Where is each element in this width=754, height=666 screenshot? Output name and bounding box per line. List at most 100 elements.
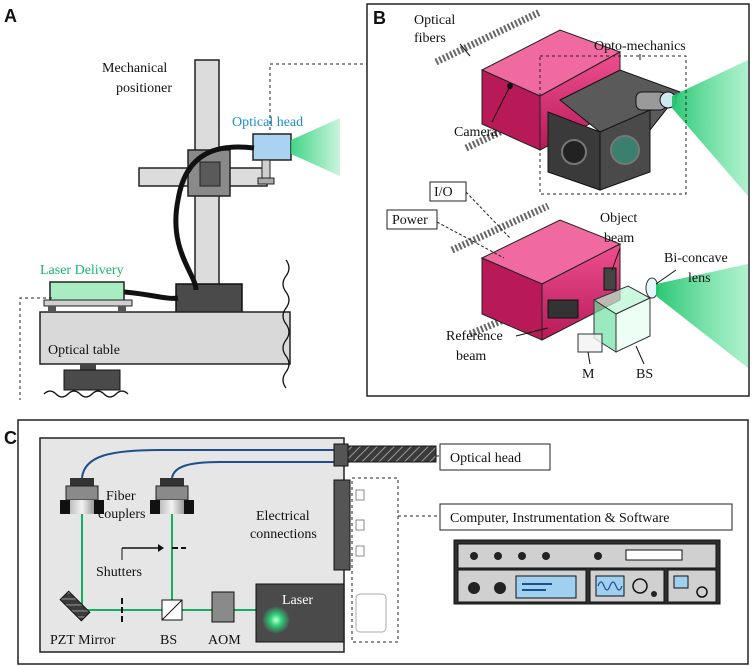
optical-head-label: Optical head: [232, 115, 303, 130]
connector-a-c: [19, 297, 52, 400]
bnc-port-4: [542, 552, 550, 560]
instrument-rack: [453, 539, 721, 605]
bs-label-c: BS: [160, 633, 177, 648]
panel-a: A Mechanical positioner Optical head Las…: [4, 6, 367, 400]
optical-head-mount-foot: [257, 177, 275, 185]
fiber-line-2: [171, 461, 334, 479]
optical-table: [39, 311, 291, 365]
reference-beam-label-line1: Reference: [446, 329, 503, 344]
optical-fibers-pointer: [459, 43, 471, 57]
panel-letter-a: A: [4, 6, 17, 26]
pzt-mirror-label: PZT Mirror: [50, 633, 116, 648]
coupler2-mount-center: [160, 500, 184, 514]
optical-fibers-label-line2: fibers: [414, 31, 446, 46]
fiber-bundle-out: [347, 445, 437, 463]
electrical-dashed-box: [351, 477, 399, 643]
positioner-clamp-inner: [199, 161, 221, 187]
object-beam-label-line2: beam: [604, 231, 634, 246]
coupler1-body: [65, 485, 99, 501]
bottom-object-beam: [656, 264, 748, 368]
m-pointer: [587, 351, 591, 365]
bnc-port-2: [494, 552, 502, 560]
fiber-cable-upper: [173, 144, 255, 291]
biconcave-pointer: [655, 269, 677, 285]
fiber-port: [333, 443, 349, 467]
laser-glow: [262, 606, 290, 634]
laser-delivery-label: Laser Delivery: [40, 263, 124, 278]
optomech-port: [561, 139, 587, 165]
panel-letter-b: B: [373, 8, 386, 28]
io-label: I/O: [434, 185, 453, 200]
knob-2: [494, 582, 506, 594]
object-beam-block: [603, 267, 617, 291]
connector-pin-2: [355, 519, 365, 531]
io-label-box: [429, 181, 467, 202]
coupler2-body: [155, 485, 189, 501]
shutters-label: Shutters: [96, 565, 142, 580]
electrical-connector-strip: [333, 479, 351, 571]
shutter-arrow-head: [158, 544, 164, 552]
biconcave-label-line1: Bi-concave: [664, 251, 728, 266]
panel-c: C Fiber couplers PZT Mirror Shutters: [4, 419, 749, 665]
fiber-line-1: [81, 449, 334, 479]
floor-wave: [43, 390, 129, 398]
aom-label: AOM: [208, 633, 241, 648]
bnc-port-1: [470, 552, 478, 560]
coupler1-mount-center: [70, 500, 94, 514]
optical-head-block: [252, 133, 292, 161]
computer-box-label: Computer, Instrumentation & Software: [450, 511, 670, 526]
small-display: [673, 575, 689, 589]
table-leg-top: [80, 364, 96, 372]
scope-dial: [632, 578, 648, 594]
io-pointer: [465, 191, 511, 239]
biconcave-label-line2: lens: [688, 271, 711, 286]
fiber-rail-top-1: [434, 8, 542, 66]
connector-pin-3: [355, 545, 365, 557]
table-break-line: [282, 259, 290, 389]
bs-cube-c-diagonal: [161, 599, 183, 621]
scope-wave: [597, 581, 623, 591]
electrical-connections-label-line2: connections: [250, 527, 317, 542]
ribbon-connector: [625, 549, 683, 561]
connector-a-b: [269, 63, 367, 130]
bs-pointer-b: [635, 345, 645, 365]
optical-fibers-label-line1: Optical: [414, 13, 455, 28]
table-leg: [63, 369, 121, 391]
camera-label: Camera: [454, 125, 498, 140]
laser-delivery-box: [49, 281, 125, 303]
fiber-couplers-label-line2: couplers: [98, 507, 145, 522]
knob-1: [468, 582, 480, 594]
opto-mechanics-label: Opto-mechanics: [594, 39, 686, 54]
optical-table-label: Optical table: [48, 343, 120, 358]
laser-delivery-tray: [43, 299, 133, 307]
connector-pin-1: [355, 489, 365, 501]
display-panel: [515, 575, 577, 599]
camera-pointer: [491, 85, 511, 123]
bs-label-b: BS: [636, 367, 653, 382]
fiber-rail-bottom-1: [450, 202, 550, 254]
coupler2-cap: [160, 478, 184, 486]
reference-beam-pointer: [515, 327, 549, 337]
mirror-m: [577, 333, 603, 353]
mechanical-positioner-label-line2: positioner: [116, 81, 172, 96]
laser-delivery-foot-left: [48, 306, 56, 311]
fiber-cable-lower: [123, 289, 179, 301]
bnc-port-3: [518, 552, 526, 560]
laser-label: Laser: [282, 593, 313, 608]
m-label: M: [582, 367, 595, 382]
optical-head-beam: [291, 118, 340, 176]
object-beam-label-line1: Object: [600, 211, 637, 226]
computer-box: [439, 503, 733, 531]
scope-button: [651, 591, 657, 597]
power-label: Power: [392, 213, 428, 228]
reference-beam-label-line2: beam: [456, 349, 486, 364]
mechanical-positioner-label-line1: Mechanical: [102, 61, 167, 76]
small-dial: [696, 586, 708, 598]
top-object-beam: [672, 60, 748, 196]
fiber-rail-top-2: [464, 100, 562, 152]
optical-head-box-label: Optical head: [450, 451, 521, 466]
panel-b: B Optical fibers Camera Opto-mechanics: [366, 3, 750, 397]
coupler1-cap: [70, 478, 94, 486]
bnc-port-5: [594, 552, 602, 560]
panel-letter-c: C: [4, 428, 17, 448]
